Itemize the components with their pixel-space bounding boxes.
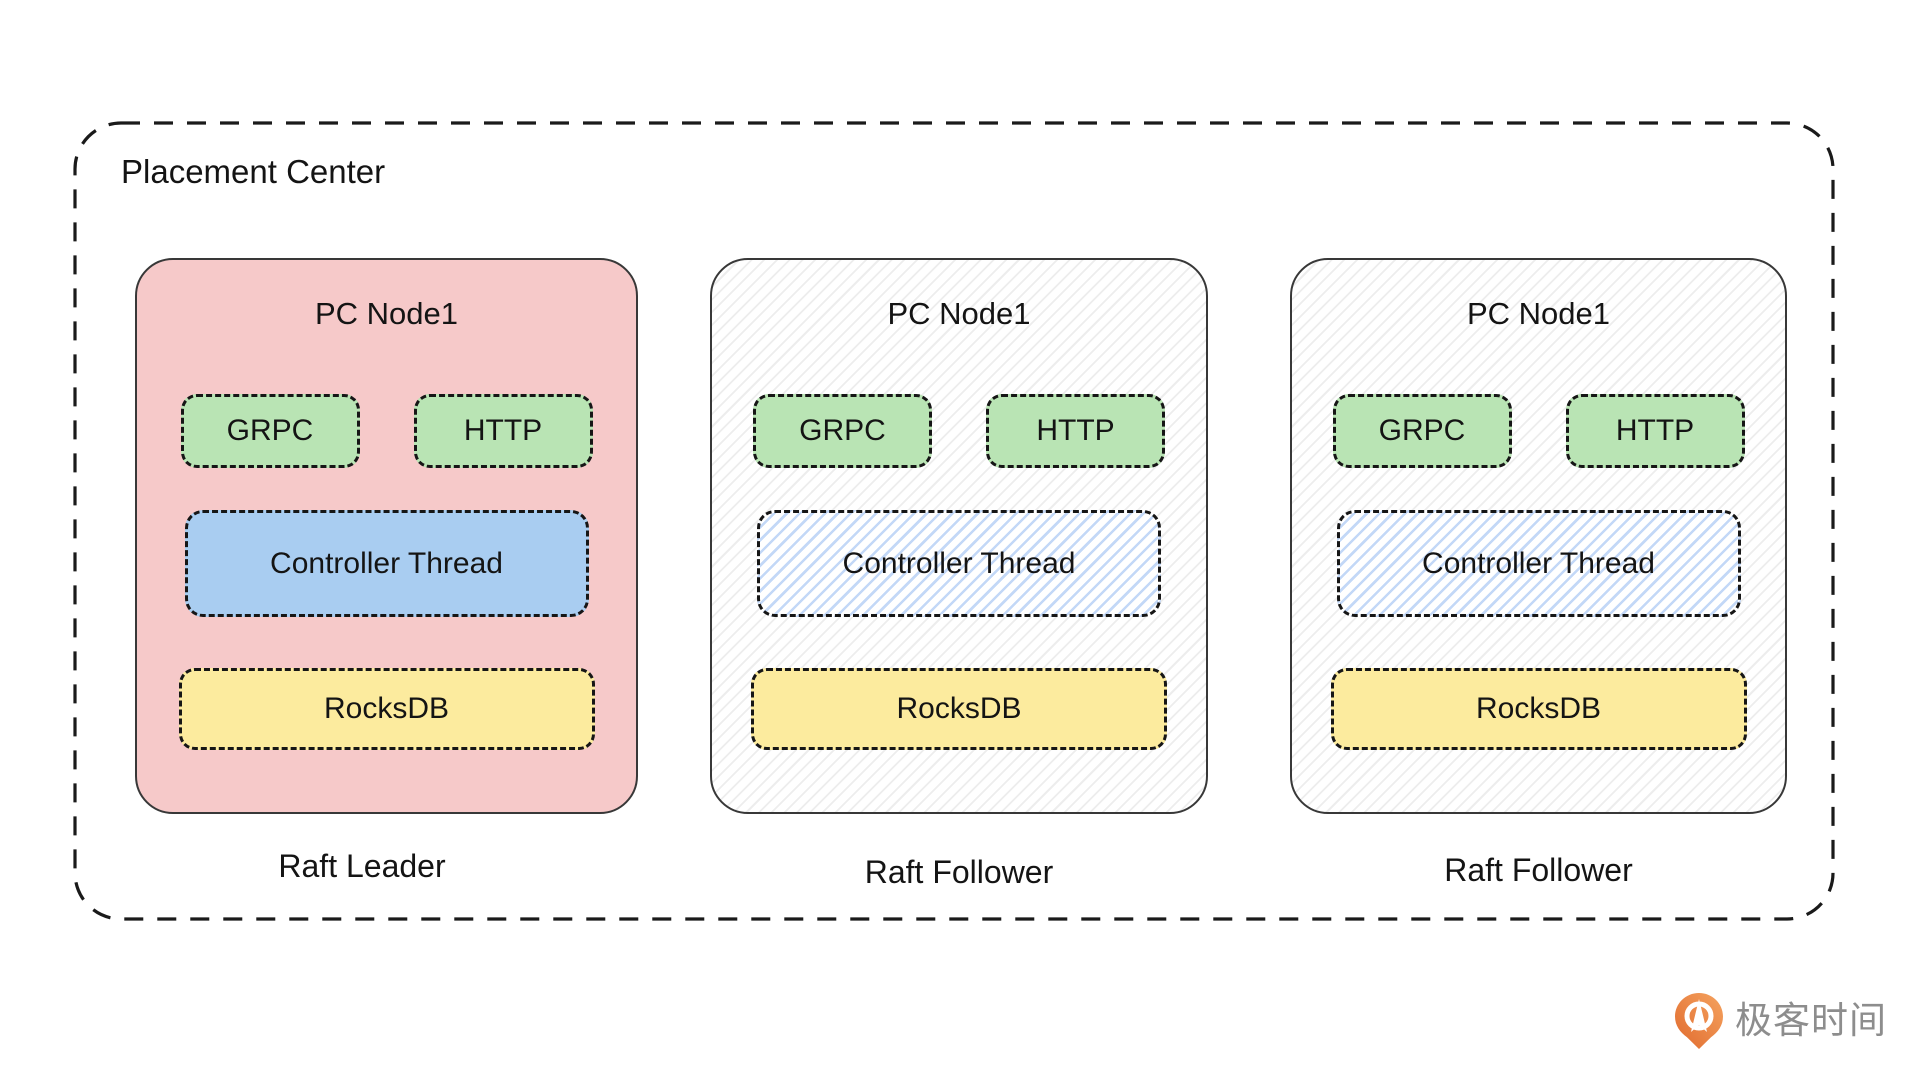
node-title: PC Node1	[1466, 296, 1611, 331]
http-service-box: HTTP	[1565, 394, 1745, 468]
pc-node-raft-leader: PC Node1 GRPC HTTP Controller Thread Roc…	[135, 258, 638, 814]
controller-thread-box: Controller Thread	[1336, 510, 1741, 617]
rocksdb-box: RocksDB	[178, 668, 595, 750]
geektime-pin-icon	[1675, 993, 1723, 1049]
node-title: PC Node1	[887, 296, 1031, 331]
http-service-box: HTTP	[413, 394, 593, 468]
geektime-logo: 极客时间	[1674, 992, 1887, 1050]
grpc-service-box: GRPC	[753, 394, 932, 468]
raft-role-label: Raft Leader	[278, 848, 446, 884]
service-row: GRPC HTTP	[1332, 394, 1745, 468]
service-row: GRPC HTTP	[180, 394, 593, 468]
grpc-service-box: GRPC	[1332, 394, 1512, 468]
raft-role-label: Raft Follower	[864, 854, 1054, 890]
rocksdb-box: RocksDB	[751, 668, 1167, 750]
placement-center-boundary	[73, 121, 1835, 921]
http-service-box: HTTP	[986, 394, 1165, 468]
controller-thread-box: Controller Thread	[184, 510, 589, 617]
pc-node-raft-follower-1: PC Node1 GRPC HTTP Controller Thread Roc…	[710, 258, 1208, 814]
placement-center-label: Placement Center	[121, 153, 386, 190]
pc-node-raft-follower-2: PC Node1 GRPC HTTP Controller Thread Roc…	[1290, 258, 1787, 814]
service-row: GRPC HTTP	[753, 394, 1165, 468]
controller-thread-box: Controller Thread	[757, 510, 1161, 617]
geektime-brand-text: 极客时间	[1735, 1000, 1887, 1041]
rocksdb-box: RocksDB	[1330, 668, 1747, 750]
node-title: PC Node1	[314, 296, 459, 331]
raft-role-label: Raft Follower	[1444, 852, 1633, 888]
grpc-service-box: GRPC	[180, 394, 360, 468]
